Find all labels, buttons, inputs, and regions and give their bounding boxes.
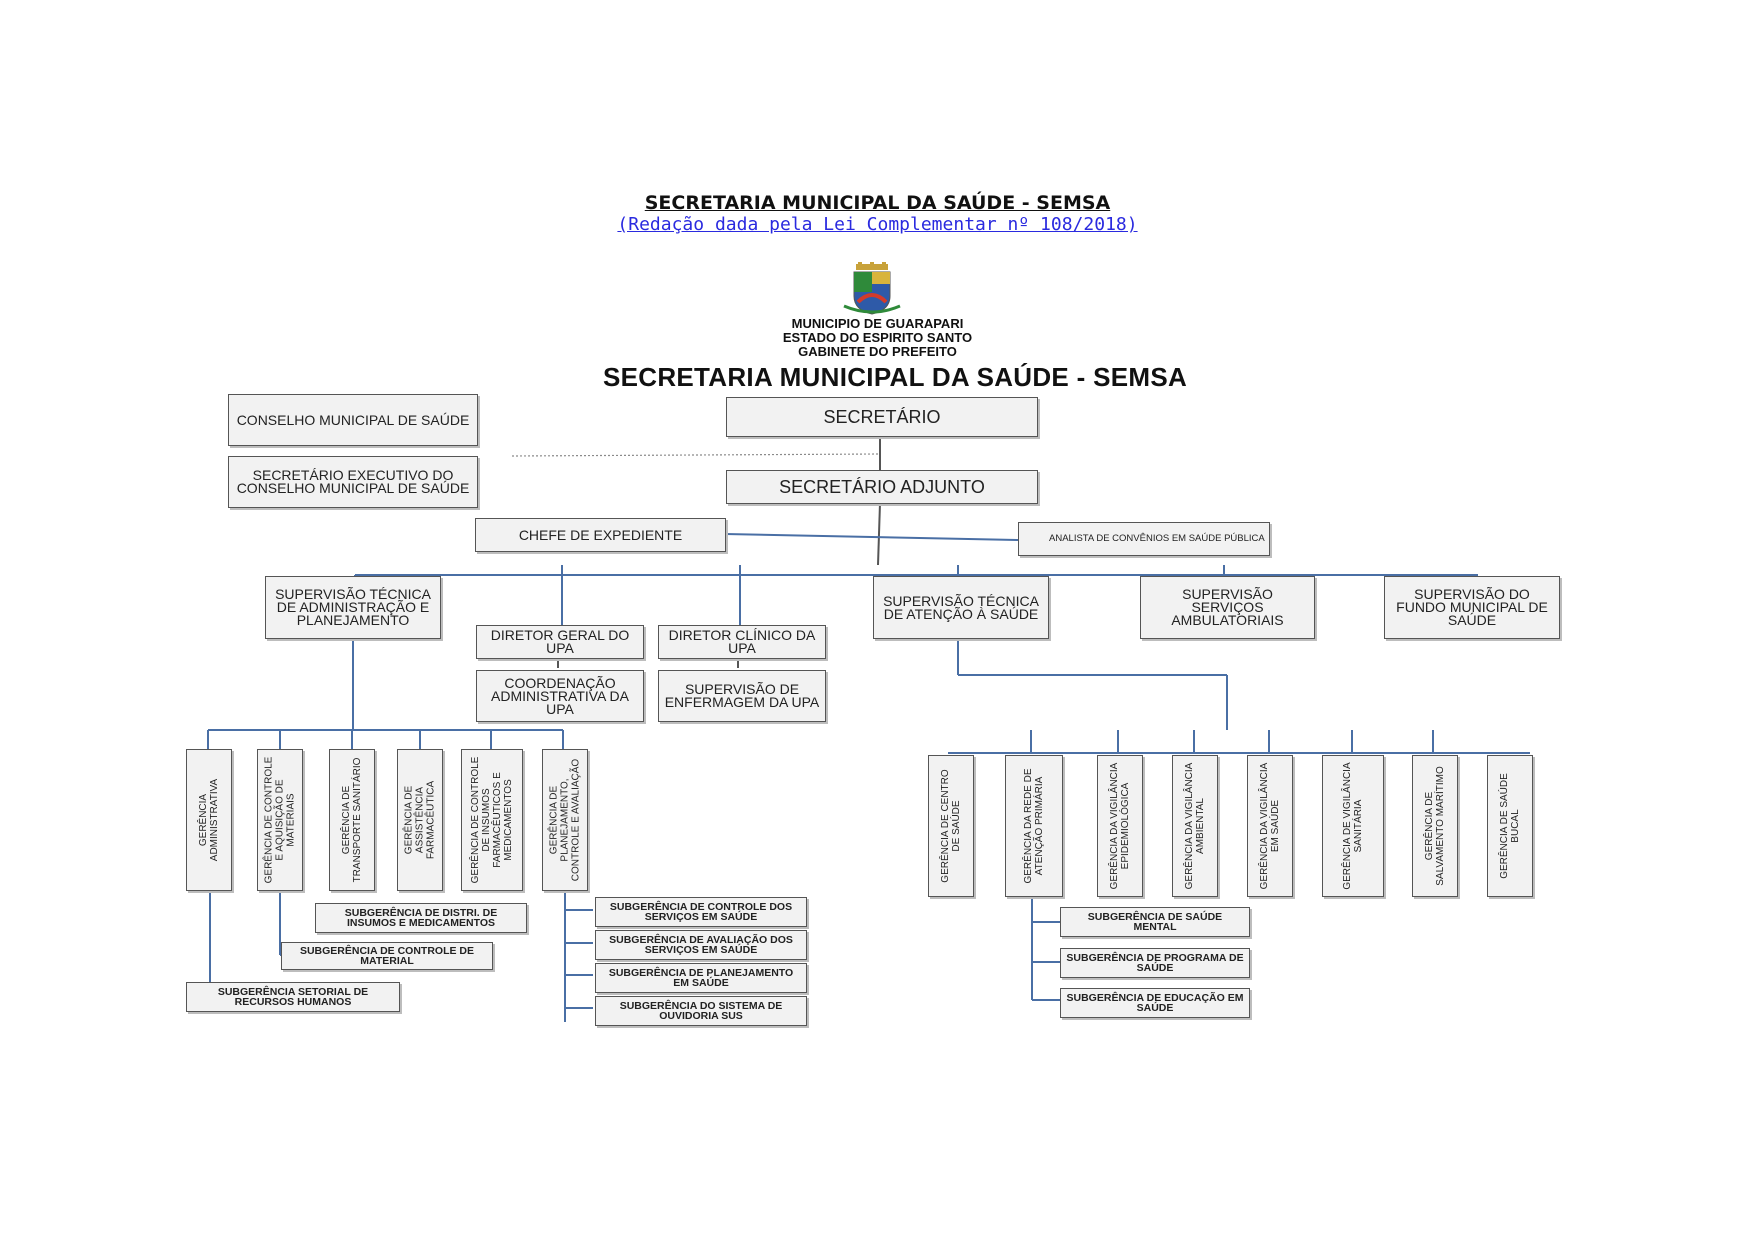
conselho-municipal-box: CONSELHO MUNICIPAL DE SAÚDE [228,394,478,446]
gerencia-atencao-primaria-box: GERÊNCIA DA REDE DE ATENÇÃO PRIMÁRIA [1005,755,1063,897]
gerencia-label: GERÊNCIA ADMINISTRATIVA [198,778,220,862]
diretor-clinico-upa-box: DIRETOR CLÍNICO DA UPA [658,625,826,659]
state-name: ESTADO DO ESPIRITO SANTO [782,330,973,345]
subgerencia-planejamento-box: SUBGERÊNCIA DE PLANEJAMENTO EM SAÚDE [595,963,807,993]
gerencia-label: GERÊNCIA DE VIGILÂNCIA SANITÁRIA [1342,762,1364,890]
gerencia-vigilancia-saude-box: GERÊNCIA DA VIGILÂNCIA EM SAÚDE [1247,755,1293,897]
gerencia-label: GERÊNCIA DE CONTROLE DE INSUMOS FARMACÊU… [470,756,514,884]
gerencia-planejamento-controle-box: GERÊNCIA DE PLANEJAMENTO, CONTROLE E AVA… [542,749,588,891]
document-title: SECRETARIA MUNICIPAL DA SAÚDE - SEMSA [644,192,1111,214]
subgerencia-avaliacao-servicos-box: SUBGERÊNCIA DE AVALIAÇÃO DOS SERVIÇOS EM… [595,930,807,960]
chefe-expediente-box: CHEFE DE EXPEDIENTE [475,518,726,552]
subgerencia-controle-material-box: SUBGERÊNCIA DE CONTROLE DE MATERIAL [281,942,493,970]
supervisao-servicos-ambulatoriais-box: SUPERVISÃO SERVIÇOS AMBULATORIAIS [1140,576,1315,639]
coat-of-arms-icon [843,262,901,315]
law-reference-link[interactable]: (Redação dada pela Lei Complementar nº 1… [617,214,1138,235]
analista-convenios-box: ANALISTA DE CONVÊNIOS EM SAÚDE PÚBLICA [1018,522,1270,556]
gerencia-salvamento-maritimo-box: GERÊNCIA DE SALVAMENTO MARÍTIMO [1412,755,1458,897]
gerencia-transporte-sanitario-box: GERÊNCIA DE TRANSPORTE SANITÁRIO [329,749,375,891]
org-chart-title: SECRETARIA MUNICIPAL DA SAÚDE - SEMSA [602,362,1188,392]
gerencia-label: GERÊNCIA DE PLANEJAMENTO, CONTROLE E AVA… [548,758,582,882]
gerencia-administrativa-box: GERÊNCIA ADMINISTRATIVA [186,749,232,891]
secretario-adjunto-box: SECRETÁRIO ADJUNTO [726,470,1038,504]
gerencia-label: GERÊNCIA DA VIGILÂNCIA AMBIENTAL [1184,762,1206,890]
coordenacao-administrativa-upa-box: COORDENAÇÃO ADMINISTRATIVA DA UPA [476,670,644,722]
gerencia-label: GERÊNCIA DE SAÚDE BUCAL [1499,773,1521,879]
gerencia-label: GERÊNCIA DE ASSISTÊNCIA FARMACÊUTICA [403,780,437,860]
supervisao-fundo-municipal-box: SUPERVISÃO DO FUNDO MUNICIPAL DE SAÚDE [1384,576,1560,639]
diretor-geral-upa-box: DIRETOR GERAL DO UPA [476,625,644,659]
gerencia-label: GERÊNCIA DE SALVAMENTO MARÍTIMO [1424,766,1446,886]
gerencia-label: GERÊNCIA DA REDE DE ATENÇÃO PRIMÁRIA [1023,768,1045,884]
supervisao-administracao-box: SUPERVISÃO TÉCNICA DE ADMINISTRAÇÃO E PL… [265,576,441,639]
supervisao-enfermagem-upa-box: SUPERVISÃO DE ENFERMAGEM DA UPA [658,670,826,722]
supervisao-atencao-saude-box: SUPERVISÃO TÉCNICA DE ATENÇÃO À SAÚDE [873,576,1049,639]
gerencia-label: GERÊNCIA DA VIGILÂNCIA EPIDEMIOLÓGICA [1109,762,1131,890]
gerencia-vigilancia-epidemiologica-box: GERÊNCIA DA VIGILÂNCIA EPIDEMIOLÓGICA [1097,755,1143,897]
gerencia-controle-insumos-box: GERÊNCIA DE CONTROLE DE INSUMOS FARMACÊU… [461,749,523,891]
subgerencia-ouvidoria-box: SUBGERÊNCIA DO SISTEMA DE OUVIDORIA SUS [595,996,807,1026]
gerencia-vigilancia-sanitaria-box: GERÊNCIA DE VIGILÂNCIA SANITÁRIA [1322,755,1384,897]
gerencia-vigilancia-ambiental-box: GERÊNCIA DA VIGILÂNCIA AMBIENTAL [1172,755,1218,897]
subgerencia-programa-saude-box: SUBGERÊNCIA DE PROGRAMA DE SAÚDE [1060,948,1250,978]
subgerencia-recursos-humanos-box: SUBGERÊNCIA SETORIAL DE RECURSOS HUMANOS [186,982,400,1012]
gerencia-saude-bucal-box: GERÊNCIA DE SAÚDE BUCAL [1487,755,1533,897]
gerencia-label: GERÊNCIA DE TRANSPORTE SANITÁRIO [341,757,363,883]
gerencia-assistencia-farmaceutica-box: GERÊNCIA DE ASSISTÊNCIA FARMACÊUTICA [397,749,443,891]
secretario-box: SECRETÁRIO [726,397,1038,437]
subgerencia-distri-insumos-box: SUBGERÊNCIA DE DISTRI. DE INSUMOS E MEDI… [315,903,527,933]
subgerencia-educacao-saude-box: SUBGERÊNCIA DE EDUCAÇÃO EM SAÚDE [1060,988,1250,1018]
gerencia-label: GERÊNCIA DA VIGILÂNCIA EM SAÚDE [1259,762,1281,890]
gerencia-label: GERÊNCIA DE CONTROLE E AQUISIÇÃO DE MATE… [263,756,297,884]
office-name: GABINETE DO PREFEITO [798,344,957,359]
gerencia-centro-saude-box: GERÊNCIA DE CENTRO DE SAÚDE [928,755,974,897]
gerencia-controle-materiais-box: GERÊNCIA DE CONTROLE E AQUISIÇÃO DE MATE… [257,749,303,891]
municipality-name: MUNICIPIO DE GUARAPARI [791,316,964,331]
subgerencia-controle-servicos-box: SUBGERÊNCIA DE CONTROLE DOS SERVIÇOS EM … [595,897,807,927]
gerencia-label: GERÊNCIA DE CENTRO DE SAÚDE [940,769,962,883]
secretario-executivo-box: SECRETÁRIO EXECUTIVO DO CONSELHO MUNICIP… [228,456,478,508]
subgerencia-saude-mental-box: SUBGERÊNCIA DE SAÚDE MENTAL [1060,907,1250,937]
